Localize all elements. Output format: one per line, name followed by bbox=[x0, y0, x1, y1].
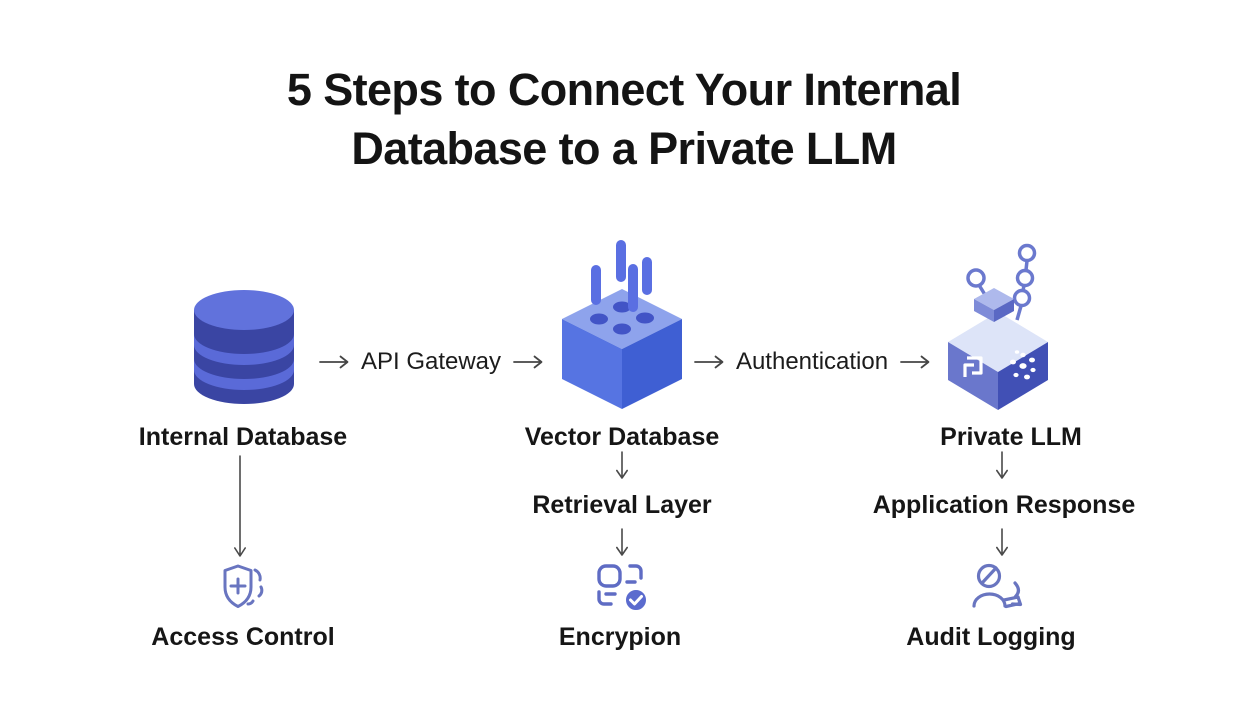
person-audit-icon bbox=[968, 560, 1026, 614]
vector-cube-icon bbox=[561, 236, 683, 411]
connector-authentication: Authentication bbox=[694, 345, 930, 379]
page-title: 5 Steps to Connect Your Internal Databas… bbox=[0, 60, 1248, 178]
vector-database-label: Vector Database bbox=[524, 423, 720, 451]
arrow-right-icon bbox=[899, 354, 931, 370]
api-gateway-label: API Gateway bbox=[360, 348, 502, 375]
arrow-right-icon bbox=[318, 354, 350, 370]
arrow-down-icon bbox=[994, 528, 1010, 558]
llm-cube-icon bbox=[943, 240, 1058, 412]
arrow-down-icon bbox=[994, 451, 1010, 481]
retrieval-layer-label: Retrieval Layer bbox=[532, 491, 712, 519]
connector-api-gateway: API Gateway bbox=[314, 345, 548, 379]
audit-logging-label: Audit Logging bbox=[906, 623, 1076, 651]
application-response-label: Application Response bbox=[872, 491, 1136, 519]
shield-plus-icon bbox=[217, 561, 271, 617]
page-title-line2: Database to a Private LLM bbox=[351, 123, 897, 174]
access-control-label: Access Control bbox=[151, 623, 335, 651]
arrow-right-icon bbox=[512, 354, 544, 370]
authentication-label: Authentication bbox=[735, 348, 889, 375]
database-cylinder-icon bbox=[190, 288, 298, 406]
page-title-line1: 5 Steps to Connect Your Internal bbox=[286, 64, 962, 115]
arrow-down-icon bbox=[614, 451, 630, 481]
id-verify-check-icon bbox=[594, 560, 650, 614]
arrow-down-icon bbox=[614, 528, 630, 558]
arrow-down-icon bbox=[232, 455, 248, 559]
arrow-right-icon bbox=[693, 354, 725, 370]
internal-database-label: Internal Database bbox=[138, 423, 348, 451]
private-llm-label: Private LLM bbox=[940, 423, 1082, 451]
encryption-label: Encrypion bbox=[558, 623, 682, 651]
